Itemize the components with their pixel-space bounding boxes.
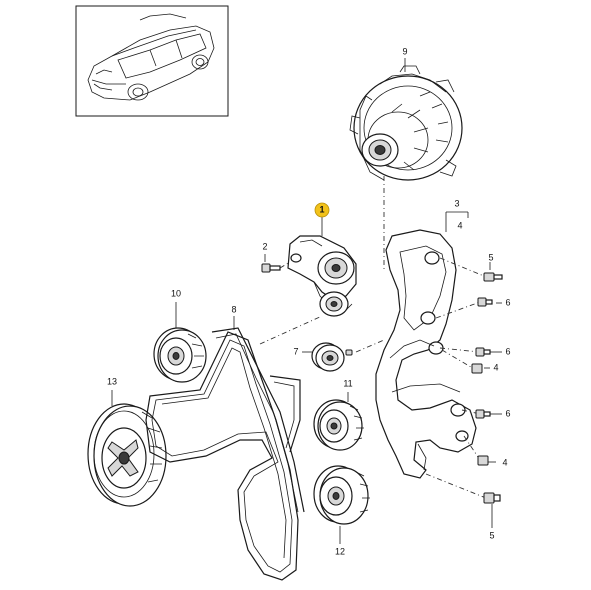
callout-1-highlight[interactable]: [314, 202, 330, 218]
callout-6-b[interactable]: 6: [505, 346, 510, 356]
pulley-10: [153, 327, 207, 383]
callout-7[interactable]: 7: [293, 346, 298, 356]
bolt-6-a: [477, 297, 493, 307]
alternator: [349, 65, 463, 181]
callout-13[interactable]: 13: [107, 376, 117, 386]
idler-pulley-7: [311, 342, 353, 372]
callout-2[interactable]: 2: [262, 241, 267, 251]
callout-6-c[interactable]: 6: [505, 408, 510, 418]
pulley-12: [313, 465, 370, 525]
callout-5-top[interactable]: 5: [488, 252, 493, 262]
callout-6-a[interactable]: 6: [505, 297, 510, 307]
nut-4-b: [477, 455, 489, 466]
belt-tensioner: [287, 235, 357, 317]
mounting-bracket: [375, 229, 477, 479]
callout-4-top[interactable]: 4: [457, 220, 462, 230]
bolt-6-b: [475, 347, 491, 357]
pulley-11: [313, 399, 364, 451]
crankshaft-pulley-13: [87, 403, 167, 507]
bolt-6-c: [475, 409, 491, 419]
callout-4-mid[interactable]: 4: [493, 362, 498, 372]
callout-12[interactable]: 12: [335, 546, 345, 556]
callout-3[interactable]: 3: [454, 198, 459, 208]
nut-4-a: [471, 363, 483, 374]
bolt-5-upper: [483, 272, 503, 282]
callout-11[interactable]: 11: [343, 378, 352, 388]
callout-9[interactable]: 9: [402, 46, 407, 56]
bolt-2: [261, 263, 281, 273]
callout-8[interactable]: 8: [231, 304, 236, 314]
callout-3-4-bracket: [445, 211, 469, 232]
callout-4-low[interactable]: 4: [502, 457, 507, 467]
callout-1[interactable]: 1: [319, 204, 324, 214]
bolt-5-lower: [483, 492, 501, 504]
callout-10[interactable]: 10: [171, 288, 181, 298]
callout-5-bottom[interactable]: 5: [489, 530, 494, 540]
suv-icon: [87, 13, 215, 101]
vehicle-thumbnail: [75, 5, 229, 117]
callouts: 1 2 3 4 4 4 5 5 6 6 6 7 8 9 10 11 12 13: [107, 46, 511, 556]
